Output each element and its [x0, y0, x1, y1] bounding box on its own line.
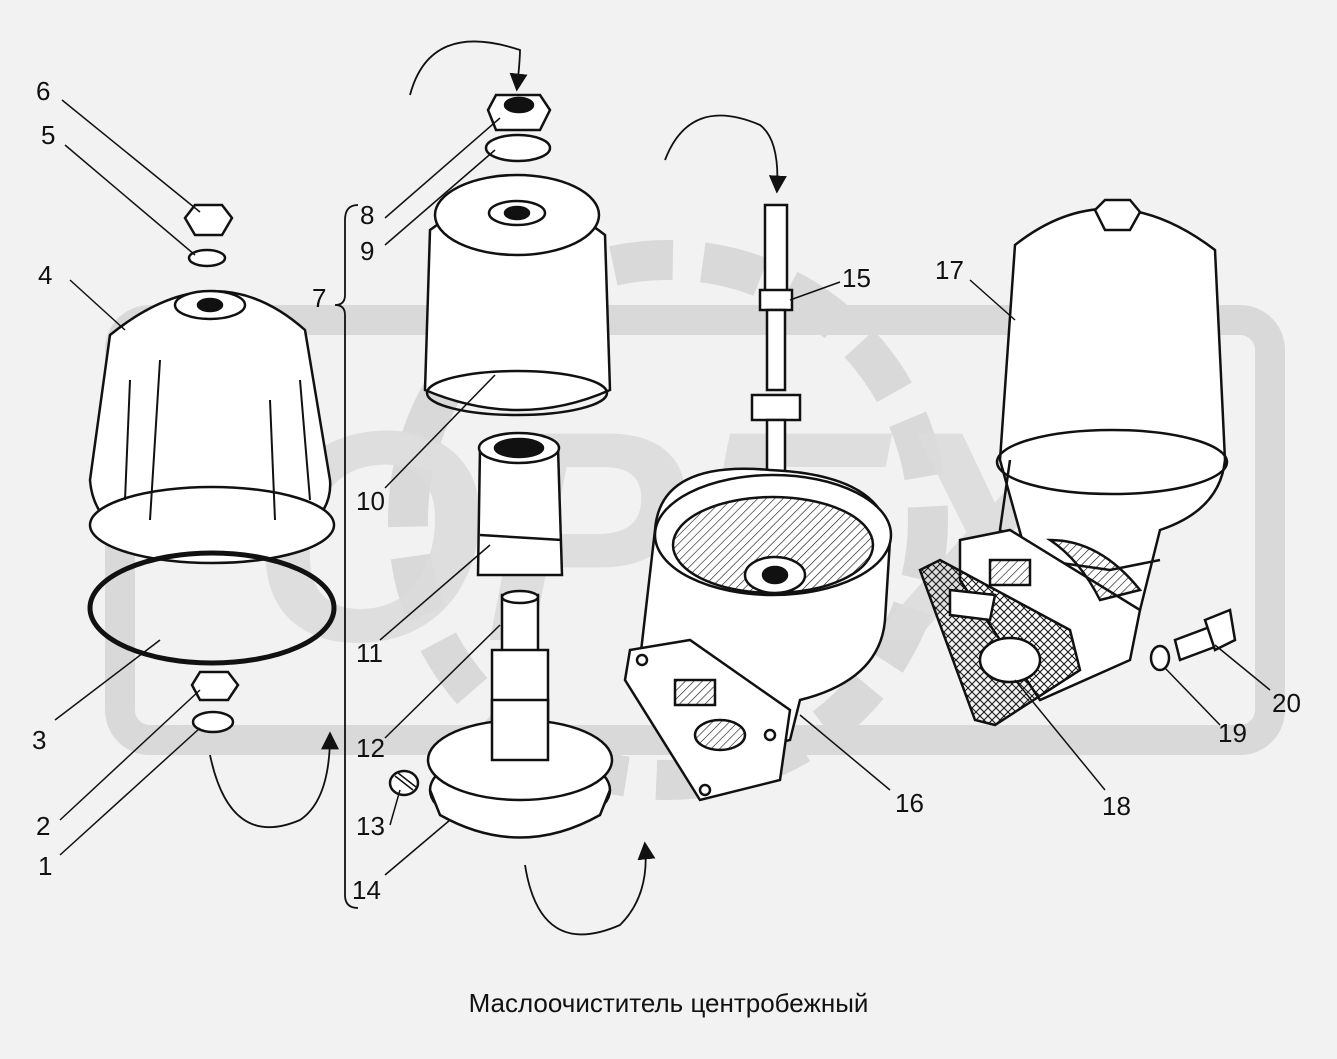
part-label-5: 5 [41, 120, 56, 150]
part-label-4: 4 [38, 260, 53, 290]
rotation-arrow-3 [524, 841, 656, 936]
washer-part-19 [1149, 644, 1171, 672]
housing-part-16 [623, 467, 893, 802]
sleeve-part-11 [476, 431, 564, 577]
rotor-base-part-14 [426, 698, 614, 839]
part-label-6: 6 [36, 76, 51, 106]
part-label-13: 13 [356, 811, 385, 841]
nut-part-8 [486, 93, 552, 132]
part-label-7: 7 [312, 283, 327, 313]
part-label-3: 3 [32, 725, 47, 755]
part-label-18: 18 [1102, 791, 1131, 821]
assembled-filter-part-17 [958, 198, 1229, 702]
gasket-part-3 [87, 550, 337, 666]
group-bracket-7 [334, 204, 359, 909]
nut-part-2 [190, 670, 240, 702]
nut-part-6 [183, 203, 234, 237]
rotor-part-10 [423, 173, 612, 417]
part-label-16: 16 [895, 788, 924, 818]
rotation-arrow-2 [409, 40, 528, 96]
stud-part-15 [750, 203, 802, 477]
rotation-arrow-4 [664, 114, 787, 194]
washer-part-1 [191, 710, 235, 734]
part-label-15: 15 [842, 263, 871, 293]
washer-part-9 [484, 133, 552, 163]
part-label-2: 2 [36, 811, 51, 841]
diagram-caption: Маслоочиститель центробежный [468, 988, 869, 1018]
part-label-10: 10 [356, 486, 385, 516]
leader-lines [54, 99, 1271, 876]
part-label-14: 14 [352, 875, 381, 905]
part-label-8: 8 [360, 200, 375, 230]
part-label-20: 20 [1272, 688, 1301, 718]
part-label-9: 9 [360, 236, 375, 266]
washer-part-5 [187, 248, 227, 268]
part-label-19: 19 [1218, 718, 1247, 748]
part-label-12: 12 [356, 733, 385, 763]
part-label-1: 1 [38, 851, 53, 881]
rotation-arrow-1 [209, 731, 339, 829]
gasket-part-18 [918, 558, 1082, 727]
bolt-part-20 [1173, 608, 1237, 662]
part-label-17: 17 [935, 255, 964, 285]
rotor-cover-part-4 [88, 289, 336, 565]
plug-part-13 [388, 769, 420, 797]
part-label-11: 11 [356, 638, 383, 668]
